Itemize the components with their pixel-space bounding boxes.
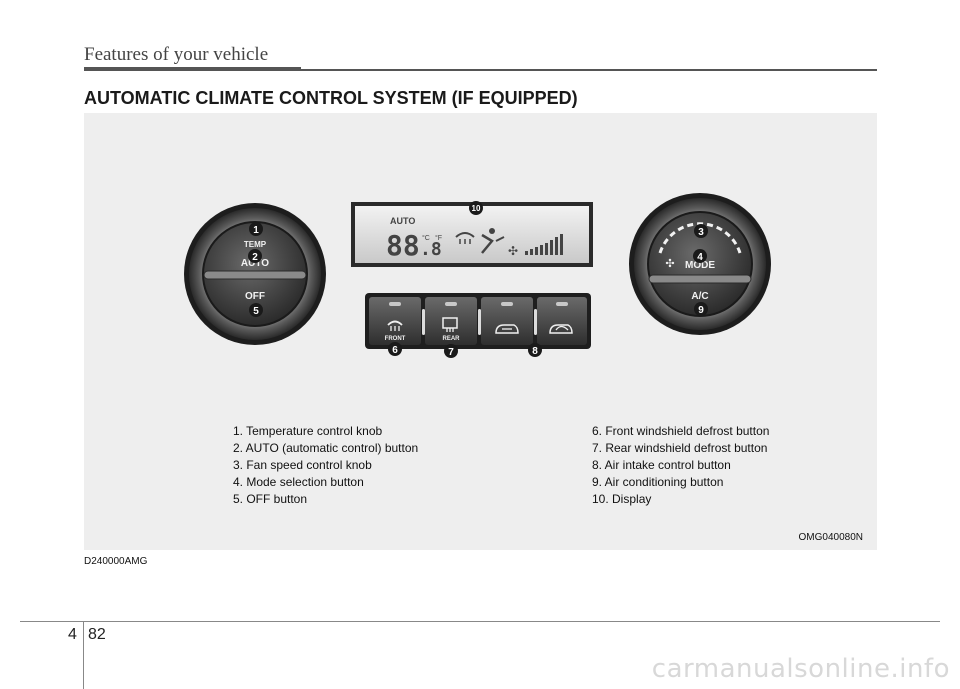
legend-item: 2. AUTO (automatic control) button	[233, 441, 419, 455]
climate-control-figure: TEMP AUTO OFF MODE A/C ✣ AUTO 88 .8 °C °…	[84, 113, 877, 550]
display-airflow-icon	[481, 228, 505, 254]
legend-item: 6. Front windshield defrost button	[592, 424, 770, 438]
watermark: carmanualsonline.info	[651, 654, 950, 684]
display-auto-text: AUTO	[390, 216, 415, 226]
front-defrost-icon	[387, 320, 403, 331]
fan-icon: ✣	[665, 257, 674, 270]
front-button-label: FRONT	[385, 336, 406, 342]
callout-8: 8	[532, 346, 538, 357]
callout-5-marker	[249, 303, 263, 317]
fresh-air-icon	[495, 324, 519, 334]
callout-10-marker	[469, 201, 483, 215]
chapter-number: 4	[68, 626, 77, 643]
callout-4: 4	[697, 252, 703, 263]
display-fan-level-bars	[525, 234, 563, 255]
display-temp-digits: 88	[386, 229, 420, 262]
recirculate-air-icon	[549, 324, 573, 334]
auto-label: AUTO	[241, 258, 269, 269]
display-defrost-icon	[455, 232, 475, 244]
rear-defrost-button[interactable]	[425, 297, 477, 345]
callout-7: 7	[448, 347, 454, 358]
callout-5: 5	[253, 306, 259, 317]
temperature-knob[interactable]	[184, 203, 326, 345]
legend-item: 8. Air intake control button	[592, 458, 731, 472]
temp-label: TEMP	[244, 240, 267, 249]
callout-6: 6	[392, 345, 398, 356]
callout-1-marker	[249, 222, 263, 236]
legend-item: 5. OFF button	[233, 492, 308, 506]
button-dividers	[422, 309, 537, 335]
auto-button-bar[interactable]	[203, 270, 307, 280]
reference-code: D240000AMG	[84, 556, 148, 567]
callout-7-marker	[444, 344, 458, 358]
mode-button-bar[interactable]	[648, 274, 752, 284]
ac-label: A/C	[691, 291, 708, 302]
display-fan-icon: ✣	[508, 244, 518, 258]
rear-defrost-icon	[442, 317, 458, 332]
legend-item: 4. Mode selection button	[233, 475, 364, 489]
figure-code: OMG040080N	[798, 532, 863, 543]
button-indicator-leds	[389, 302, 568, 306]
callout-6-marker	[388, 342, 402, 356]
rear-button-label: REAR	[442, 336, 460, 342]
callout-3-marker	[694, 224, 708, 238]
callout-2: 2	[252, 252, 258, 263]
fan-speed-knob[interactable]	[629, 193, 771, 335]
footer-rule-right	[84, 621, 940, 622]
mode-label: MODE	[685, 260, 715, 271]
header-title: Features of your vehicle	[84, 44, 269, 65]
legend-item: 9. Air conditioning button	[592, 475, 724, 489]
climate-panel-illustration: TEMP AUTO OFF MODE A/C ✣ AUTO 88 .8 °C °…	[184, 193, 771, 358]
display-unit-f: °F	[435, 234, 442, 242]
callout-1: 1	[253, 225, 259, 236]
legend-item: 7. Rear windshield defrost button	[592, 441, 768, 455]
legend-item: 3. Fan speed control knob	[233, 458, 372, 472]
legend-left: 1. Temperature control knob 2. AUTO (aut…	[233, 423, 418, 508]
header-rule-thin	[301, 69, 877, 71]
callout-2-marker	[248, 249, 262, 263]
footer-rule-vertical	[83, 622, 84, 689]
legend-item: 10. Display	[592, 492, 652, 506]
footer-rule-left	[20, 621, 84, 622]
header-rule-thick	[84, 67, 301, 71]
fresh-air-button[interactable]	[481, 297, 533, 345]
callout-3: 3	[698, 227, 704, 238]
display-temp-decimal: .8	[420, 239, 442, 260]
display-unit-c: °C	[422, 234, 430, 242]
section-title: AUTOMATIC CLIMATE CONTROL SYSTEM (IF EQU…	[84, 88, 578, 108]
callout-9: 9	[698, 305, 704, 316]
legend-item: 1. Temperature control knob	[233, 424, 383, 438]
callout-8-marker	[528, 343, 542, 357]
page-number: 82	[88, 626, 106, 643]
callout-10: 10	[472, 204, 481, 213]
callout-9-marker	[694, 302, 708, 316]
legend-right: 6. Front windshield defrost button 7. Re…	[592, 423, 769, 508]
off-label: OFF	[245, 291, 265, 302]
callout-4-marker	[693, 249, 707, 263]
